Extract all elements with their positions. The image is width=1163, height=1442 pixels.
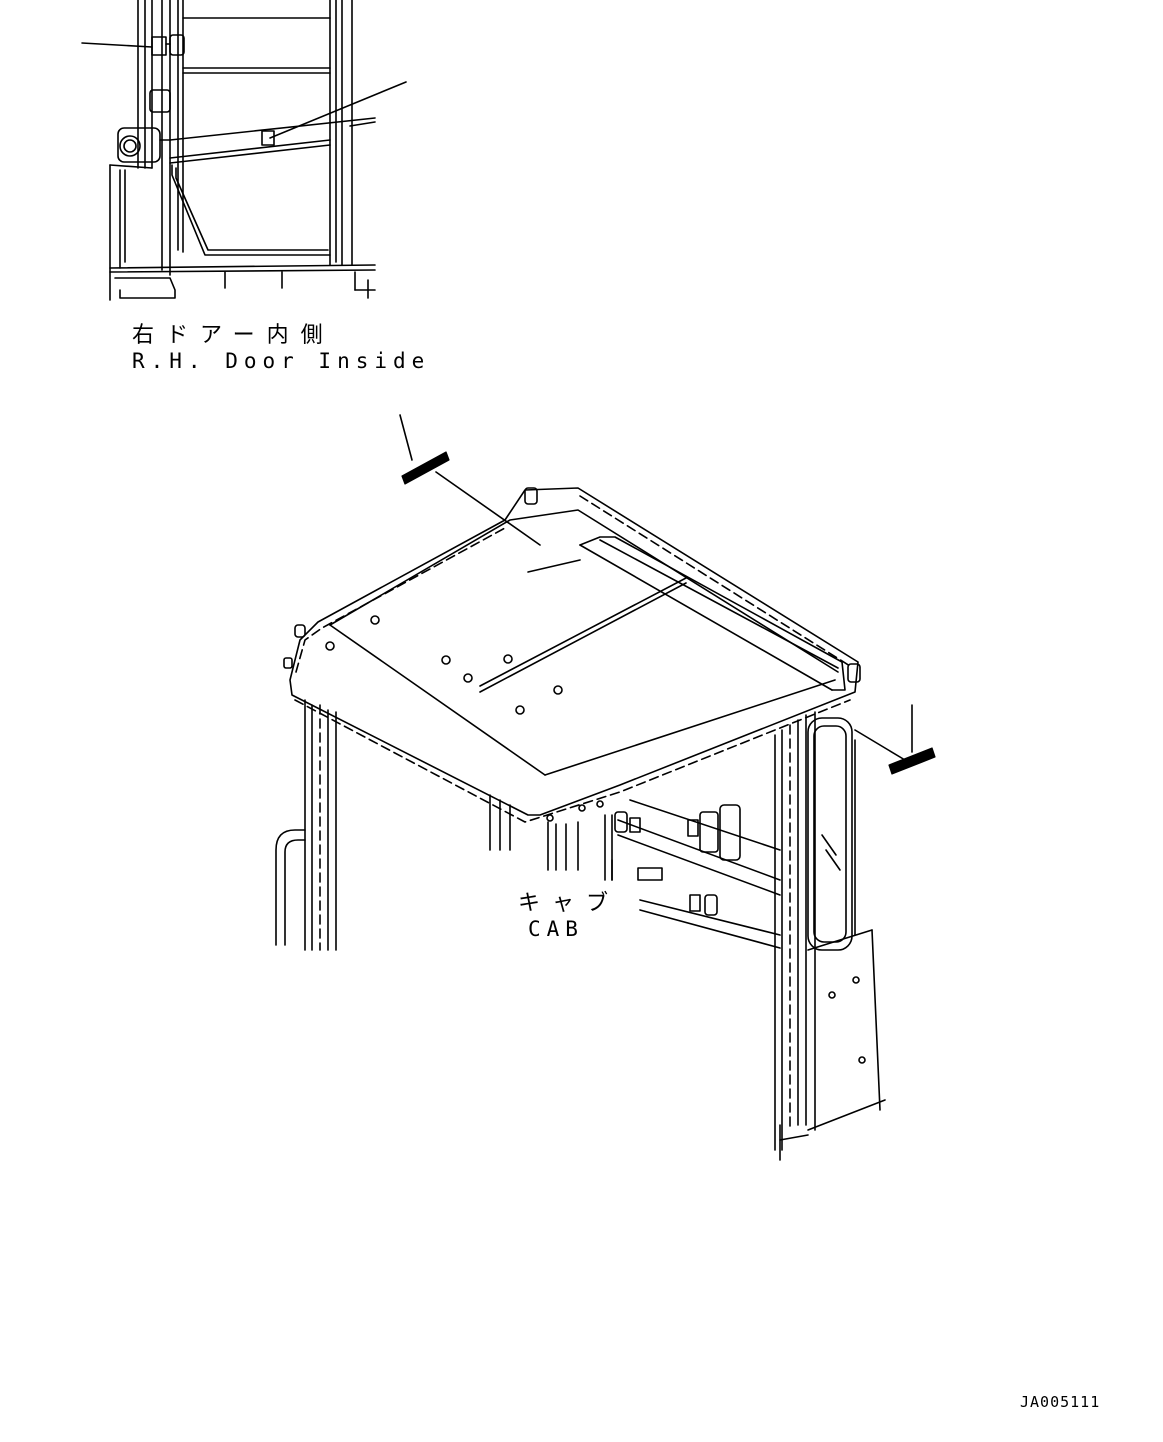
figure-id: JA005111 [1020,1393,1100,1411]
door-view-label-jp: 右ドアー内側 [132,323,335,348]
cab-label-en: CAB [528,917,584,941]
cab-assembly [275,414,913,1161]
cab-label-jp: キャブ [518,891,620,916]
decal-symbol [401,451,936,775]
rh-door-inside-view [81,0,407,301]
door-view-label-en: R.H. Door Inside [132,349,430,373]
